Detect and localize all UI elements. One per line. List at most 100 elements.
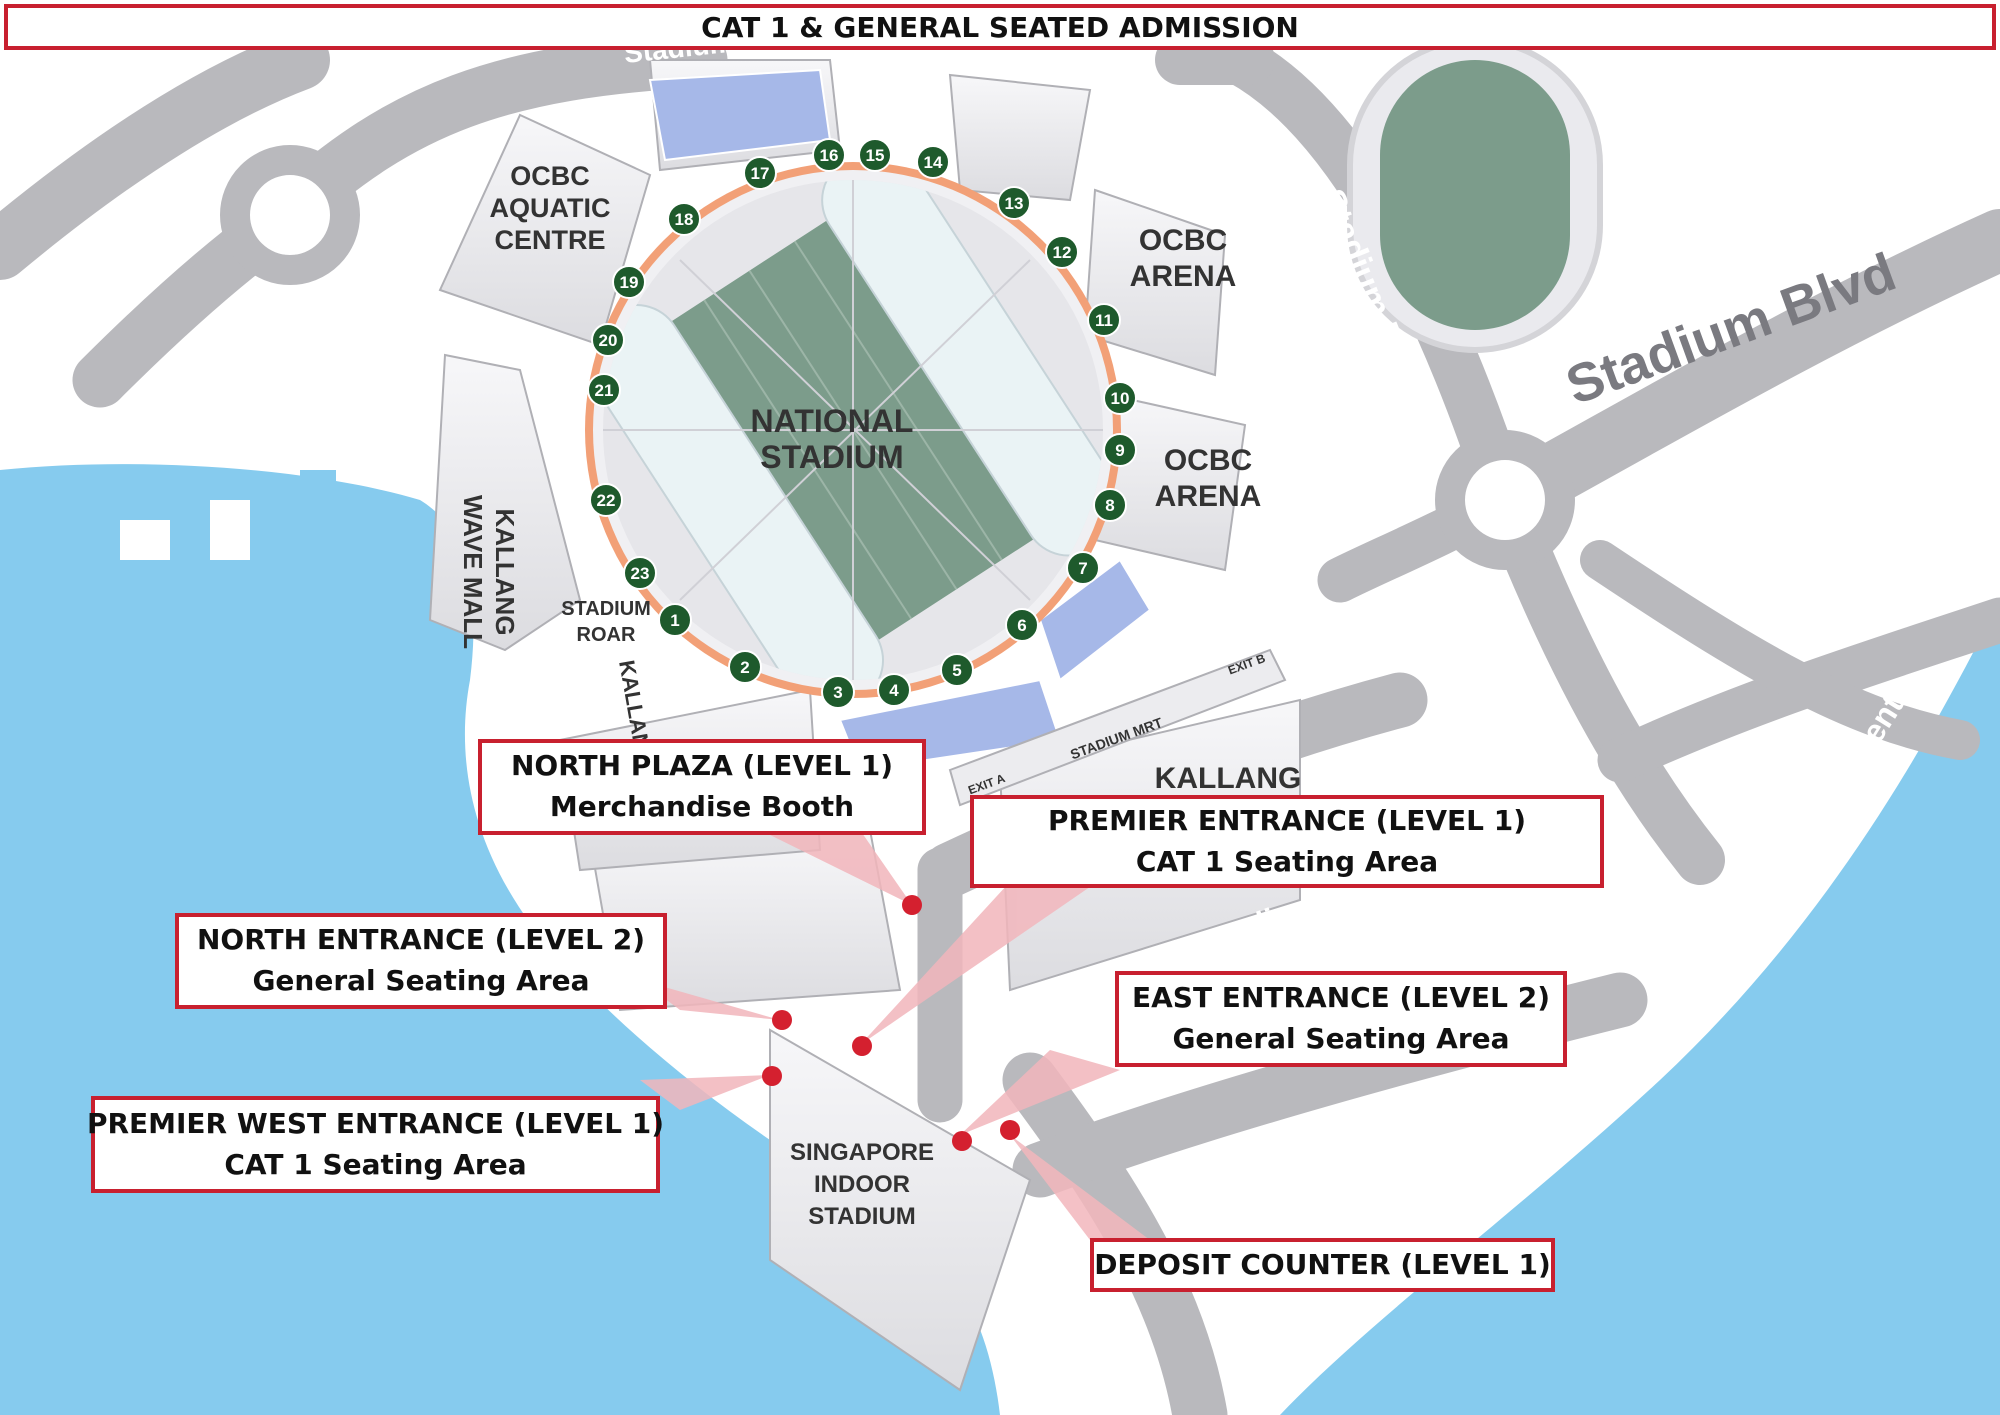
label-aquatic-2: AQUATIC — [490, 193, 611, 223]
gate-7: 7 — [1066, 551, 1100, 585]
gate-number: 12 — [1053, 243, 1072, 262]
gate-21: 21 — [587, 373, 621, 407]
bay-water — [1280, 600, 2000, 1415]
gate-marker — [1103, 433, 1137, 467]
gate-19: 19 — [612, 265, 646, 299]
callout-north-entrance-line1: NORTH ENTRANCE (LEVEL 2) — [197, 923, 645, 957]
gate-number: 3 — [833, 683, 842, 702]
marker-premier-entrance — [852, 1036, 872, 1056]
gate-23: 23 — [623, 556, 657, 590]
label-wave-mall-2: WAVE MALL — [458, 495, 488, 649]
buildings — [428, 59, 1301, 1392]
label-stadium-2: STADIUM — [760, 439, 903, 475]
callout-premier-west-line1: PREMIER WEST ENTRANCE (LEVEL 1) — [86, 1106, 665, 1140]
gate-marker — [587, 373, 621, 407]
gate-marker — [940, 653, 974, 687]
gate-3: 3 — [821, 675, 855, 709]
gate-18: 18 — [667, 202, 701, 236]
gate-marker — [658, 603, 692, 637]
label-arena-mid-2: ARENA — [1155, 480, 1262, 513]
gate-marker — [591, 323, 625, 357]
gate-marker — [667, 202, 701, 236]
callout-north-plaza-line2: Merchandise Booth — [549, 790, 855, 823]
callout-deposit-counter-line1: DEPOSIT COUNTER (LEVEL 1) — [1094, 1247, 1551, 1281]
gate-number: 19 — [620, 273, 639, 292]
label-aquatic-3: CENTRE — [494, 225, 605, 255]
callout-north-entrance: NORTH ENTRANCE (LEVEL 2) General Seating… — [175, 913, 667, 1009]
gate-number: 20 — [599, 331, 618, 350]
gate-marker — [743, 156, 777, 190]
label-roar-1: STADIUM — [561, 598, 651, 620]
gate-marker — [589, 483, 623, 517]
gate-number: 5 — [952, 661, 961, 680]
marker-north-entrance — [772, 1010, 792, 1030]
marker-east-entrance — [952, 1131, 972, 1151]
label-indoor-3: STADIUM — [808, 1203, 916, 1230]
entrance-markers — [762, 895, 1020, 1151]
gate-number: 21 — [595, 381, 614, 400]
gate-17: 17 — [743, 156, 777, 190]
callout-north-plaza: NORTH PLAZA (LEVEL 1) Merchandise Booth — [478, 739, 926, 835]
gate-number: 15 — [866, 146, 885, 165]
gate-marker — [1066, 551, 1100, 585]
callout-east-entrance: EAST ENTRANCE (LEVEL 2) General Seating … — [1115, 971, 1567, 1067]
gate-marker — [1005, 608, 1039, 642]
gate-number: 11 — [1095, 311, 1113, 330]
gate-13: 13 — [997, 186, 1031, 220]
gate-1: 1 — [658, 603, 692, 637]
gate-marker — [1103, 381, 1137, 415]
map-title: CAT 1 & GENERAL SEATED ADMISSION — [4, 4, 1996, 50]
label-indoor-2: INDOOR — [814, 1171, 910, 1198]
gate-number: 14 — [924, 153, 943, 172]
pier — [120, 520, 170, 560]
gate-number: 7 — [1078, 559, 1087, 578]
national-stadium-bowl — [585, 162, 1121, 698]
gate-number: 13 — [1005, 194, 1024, 213]
gate-marker — [877, 673, 911, 707]
pier — [300, 470, 336, 550]
gate-14: 14 — [916, 145, 950, 179]
gate-number: 1 — [670, 611, 679, 630]
label-kallang: KALLANG — [1155, 762, 1302, 795]
gate-number: 9 — [1115, 441, 1124, 460]
label-indoor-1: SINGAPORE — [790, 1139, 934, 1166]
gate-marker — [623, 556, 657, 590]
gate-marker — [1093, 488, 1127, 522]
gate-number: 17 — [751, 164, 770, 183]
callout-premier-entrance: PREMIER ENTRANCE (LEVEL 1) CAT 1 Seating… — [970, 795, 1604, 888]
label-arena-top-2: ARENA — [1130, 260, 1237, 293]
pier — [210, 500, 250, 560]
gate-12: 12 — [1045, 235, 1079, 269]
gate-marker — [997, 186, 1031, 220]
gate-marker — [728, 650, 762, 684]
gate-15: 15 — [858, 138, 892, 172]
gate-marker — [812, 138, 846, 172]
gate-marker — [1045, 235, 1079, 269]
callout-connectors — [640, 830, 1150, 1240]
marker-premier-west — [762, 1066, 782, 1086]
callout-east-entrance-line2: General Seating Area — [1172, 1022, 1510, 1055]
gate-8: 8 — [1093, 488, 1127, 522]
mrt-strip — [948, 648, 1287, 807]
gate-marker — [821, 675, 855, 709]
callout-north-entrance-line2: General Seating Area — [252, 964, 590, 997]
gate-number: 2 — [740, 658, 749, 677]
marker-deposit — [1000, 1120, 1020, 1140]
gate-number: 6 — [1017, 616, 1026, 635]
callout-east-entrance-line1: EAST ENTRANCE (LEVEL 2) — [1132, 981, 1550, 1015]
gate-6: 6 — [1005, 608, 1039, 642]
gate-number: 4 — [889, 681, 899, 700]
gate-20: 20 — [591, 323, 625, 357]
svg-text:KALLANGWAVE MALL: KALLANGWAVE MALL — [458, 495, 520, 649]
gate-16: 16 — [812, 138, 846, 172]
label-arena-top-1: OCBC — [1139, 224, 1227, 257]
marker-north-plaza — [902, 895, 922, 915]
gate-number: 22 — [597, 491, 616, 510]
callout-premier-entrance-line1: PREMIER ENTRANCE (LEVEL 1) — [1047, 803, 1527, 837]
